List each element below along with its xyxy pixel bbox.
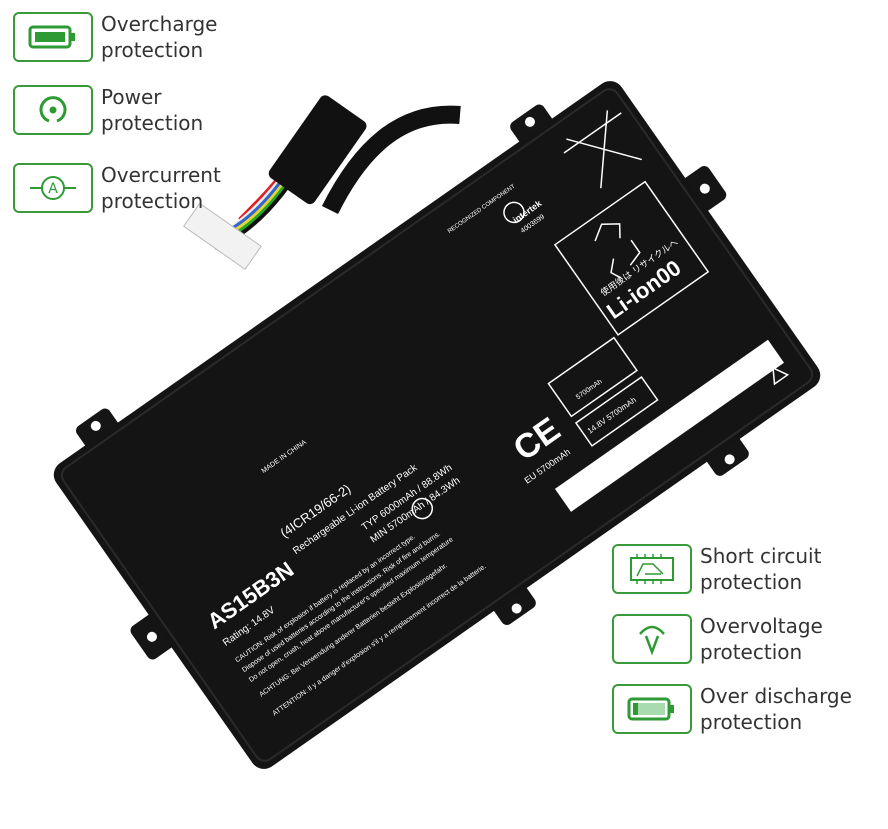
battery-low-icon xyxy=(612,684,692,734)
feature-subtitle: protection xyxy=(101,38,204,62)
warning-triangle-icon xyxy=(772,366,790,386)
feature-subtitle: protection xyxy=(101,111,204,135)
weee-crossed-bin-icon xyxy=(563,110,642,189)
battery-cable xyxy=(182,95,461,270)
feature-title: Short circuit xyxy=(700,544,822,568)
feature-title: Overcurrent xyxy=(101,163,221,187)
feature-subtitle: protection xyxy=(700,710,803,734)
svg-text:A: A xyxy=(48,181,58,197)
recycle-label-box xyxy=(553,180,710,336)
kc-label-box xyxy=(547,336,638,418)
battery-connector xyxy=(182,202,262,270)
voltage-icon xyxy=(612,614,692,664)
white-label-strip xyxy=(554,339,785,512)
circuit-board-icon xyxy=(612,544,692,594)
feature-subtitle: protection xyxy=(700,570,803,594)
recycle-icon xyxy=(594,223,641,279)
rohs-icon xyxy=(411,497,434,520)
feature-title: Overcharge xyxy=(101,12,218,36)
feature-title: Over discharge xyxy=(700,684,852,708)
battery-full-icon xyxy=(13,12,93,62)
feature-subtitle: protection xyxy=(700,640,803,664)
ammeter-icon: A xyxy=(13,163,93,213)
feature-subtitle: protection xyxy=(101,189,204,213)
ul-certification-icon xyxy=(503,201,525,224)
power-icon xyxy=(13,85,93,135)
feature-title: Overvoltage xyxy=(700,614,823,638)
battery-pack: AS15B3N (4ICR19/66-2) Rechargeable Li-io… xyxy=(53,81,821,769)
pse-label-box xyxy=(574,376,659,447)
feature-title: Power xyxy=(101,85,162,109)
